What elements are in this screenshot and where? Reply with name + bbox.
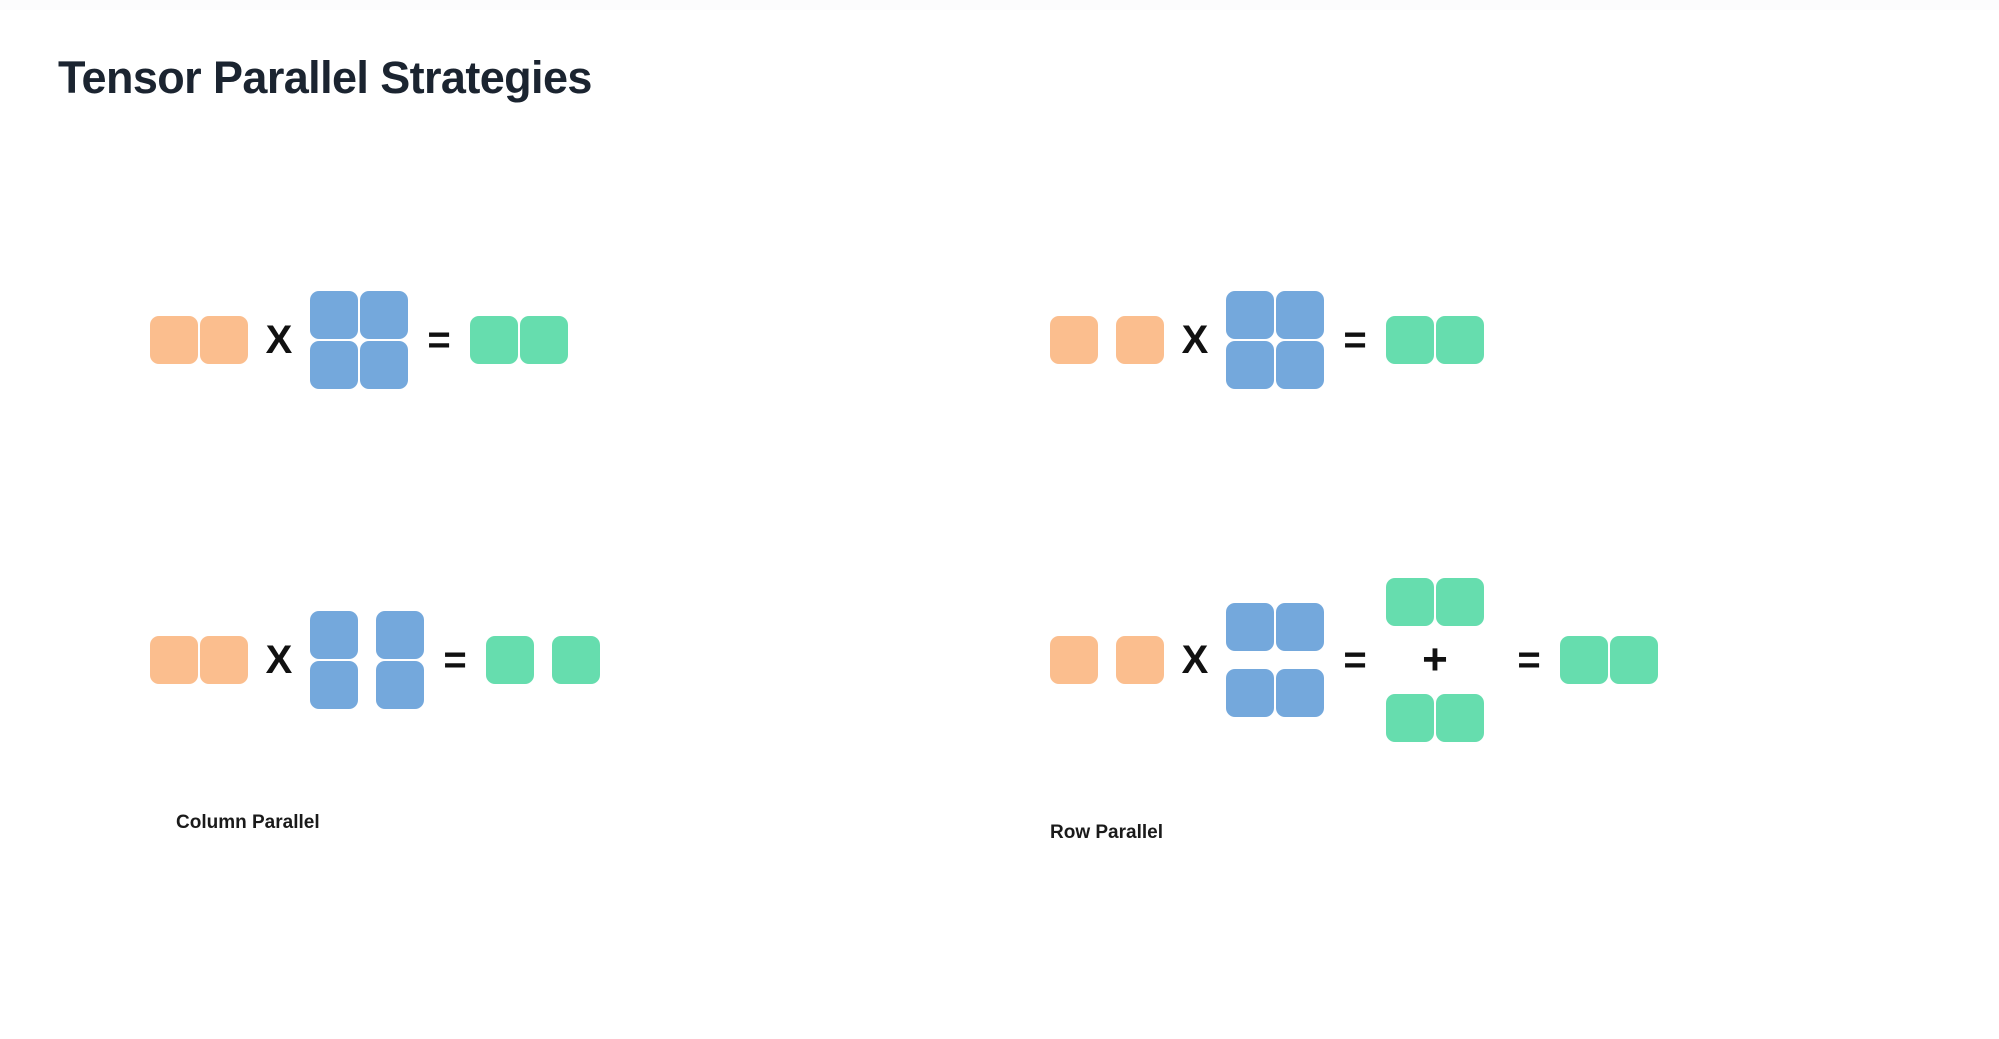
weight-cell	[360, 341, 408, 389]
input-vector-orange-split	[1050, 316, 1164, 364]
final-output-vector-green	[1560, 636, 1658, 684]
input-cell	[150, 636, 198, 684]
input-vector-orange	[150, 636, 248, 684]
output-cell	[470, 316, 518, 364]
panel-label-row-parallel: Row Parallel	[1050, 822, 1163, 843]
output-cell	[1386, 316, 1434, 364]
weight-cell	[1276, 341, 1324, 389]
partial-cell	[1386, 578, 1434, 626]
weight-matrix-blue-row-sharded	[1226, 603, 1324, 717]
weight-matrix-row	[1226, 603, 1324, 651]
partial-result-vector	[1386, 578, 1484, 626]
input-cell	[200, 636, 248, 684]
partial-cell	[1436, 694, 1484, 742]
input-cell	[150, 316, 198, 364]
output-vector-green-split	[486, 636, 600, 684]
partial-cell	[1386, 694, 1434, 742]
output-cell	[552, 636, 600, 684]
weight-matrix-row	[1226, 669, 1324, 717]
weight-matrix-row	[310, 661, 424, 709]
weight-cell	[310, 661, 358, 709]
input-cell	[1050, 316, 1098, 364]
equals-operator-final: =	[1517, 638, 1541, 682]
weight-cell	[360, 291, 408, 339]
weight-cell	[1276, 669, 1324, 717]
weight-cell	[376, 661, 424, 709]
weight-cell	[1276, 603, 1324, 651]
input-cell	[1116, 316, 1164, 364]
input-vector-orange-split	[1050, 636, 1164, 684]
partial-results-stack: +	[1386, 578, 1484, 742]
weight-cell	[376, 611, 424, 659]
weight-matrix-row	[310, 611, 424, 659]
multiply-operator: X	[1181, 638, 1209, 682]
page-title: Tensor Parallel Strategies	[58, 52, 592, 103]
panel-column-parallel: X = X	[150, 250, 970, 870]
plus-operator: +	[1422, 635, 1448, 684]
weight-matrix-blue-unsharded	[1226, 291, 1324, 389]
weight-matrix-row	[310, 341, 408, 389]
panel-label-column-parallel: Column Parallel	[176, 812, 320, 833]
equation-row-unsharded: X =	[150, 250, 568, 430]
weight-cell	[1226, 603, 1274, 651]
weight-cell	[310, 341, 358, 389]
weight-cell	[1276, 291, 1324, 339]
input-vector-orange	[150, 316, 248, 364]
partial-result-vector	[1386, 694, 1484, 742]
weight-matrix-row	[1226, 341, 1324, 389]
equation-row-unsharded: X =	[1050, 250, 1484, 430]
input-cell	[200, 316, 248, 364]
output-cell	[1610, 636, 1658, 684]
equals-operator: =	[1343, 638, 1367, 682]
output-vector-green	[470, 316, 568, 364]
weight-cell	[310, 291, 358, 339]
equals-operator: =	[1343, 318, 1367, 362]
output-cell	[1560, 636, 1608, 684]
equation-row-column-sharded: X =	[150, 560, 600, 760]
partial-cell	[1436, 578, 1484, 626]
equals-operator: =	[443, 638, 467, 682]
weight-cell	[1226, 669, 1274, 717]
input-cell	[1050, 636, 1098, 684]
weight-matrix-row	[1226, 291, 1324, 339]
equals-operator: =	[427, 318, 451, 362]
top-band	[0, 0, 1999, 10]
output-cell	[520, 316, 568, 364]
weight-matrix-row	[310, 291, 408, 339]
output-cell	[486, 636, 534, 684]
equation-row-row-sharded: X = + =	[1050, 560, 1658, 760]
weight-cell	[1226, 291, 1274, 339]
weight-cell	[1226, 341, 1274, 389]
multiply-operator: X	[265, 318, 293, 362]
multiply-operator: X	[265, 638, 293, 682]
weight-cell	[310, 611, 358, 659]
weight-matrix-blue-column-sharded	[310, 611, 424, 709]
weight-matrix-blue-unsharded	[310, 291, 408, 389]
input-cell	[1116, 636, 1164, 684]
output-cell	[1436, 316, 1484, 364]
panel-row-parallel: X = X	[1050, 250, 1950, 870]
output-vector-green	[1386, 316, 1484, 364]
multiply-operator: X	[1181, 318, 1209, 362]
